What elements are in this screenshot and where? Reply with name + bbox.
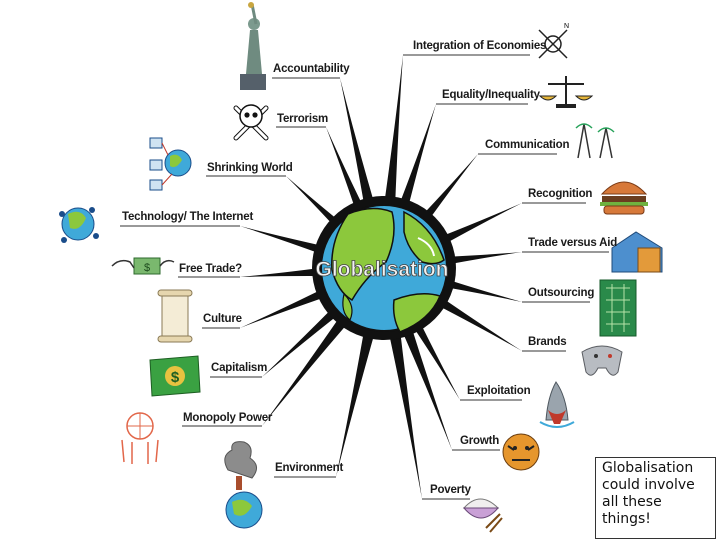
money-handshake-icon: $ — [111, 257, 175, 275]
compass-icon: N — [538, 23, 569, 59]
burger-icon — [600, 181, 648, 215]
topic-label: Technology/ The Internet — [122, 211, 254, 223]
game-controller-icon — [581, 345, 623, 376]
svg-text:$: $ — [144, 262, 150, 274]
topic-label: Monopoly Power — [183, 412, 273, 424]
shark-icon — [539, 381, 575, 428]
antenna-icon — [575, 123, 615, 159]
networked-globe-icon — [149, 137, 192, 191]
topic-label: Culture — [203, 313, 242, 325]
globe-title: Globalisation — [315, 258, 448, 281]
topic-label: Environment — [275, 462, 344, 474]
rice-bowl-icon — [462, 498, 503, 533]
globe-network-icon — [59, 207, 99, 243]
topic-label: Brands — [528, 336, 567, 348]
topic-label: Growth — [460, 435, 500, 447]
topic-label: Trade versus Aid — [528, 237, 618, 249]
globe — [320, 204, 448, 333]
svg-text:N: N — [564, 23, 569, 30]
topic-label: Exploitation — [467, 385, 531, 397]
topic-label: Poverty — [430, 484, 471, 496]
topic-label: Equality/Inequality — [442, 89, 540, 101]
topic-label: Shrinking World — [207, 162, 293, 174]
svg-text:$: $ — [171, 369, 180, 386]
topic-label: Recognition — [528, 188, 593, 200]
topic-label: Integration of Economies — [413, 40, 547, 52]
people-globe-icon — [121, 412, 159, 464]
skull-crossbones-icon — [233, 104, 269, 141]
scroll-icon — [157, 289, 193, 343]
topic-label: Capitalism — [211, 362, 268, 374]
scales-icon — [538, 76, 594, 108]
topic-label: Outsourcing — [528, 287, 595, 299]
statue-of-liberty-icon — [240, 2, 266, 90]
building-icon — [611, 231, 663, 273]
topic-label: Communication — [485, 139, 570, 151]
caption-box: Globalisation could involve all these th… — [595, 457, 716, 539]
tiger-icon — [502, 433, 540, 471]
topic-label: Accountability — [273, 63, 350, 75]
topic-label: Terrorism — [277, 113, 329, 125]
dollar-bill-icon: $ — [149, 355, 201, 397]
polluted-globe-icon — [224, 441, 263, 529]
topic-label: Free Trade? — [179, 263, 242, 275]
circuit-board-icon — [599, 279, 637, 337]
